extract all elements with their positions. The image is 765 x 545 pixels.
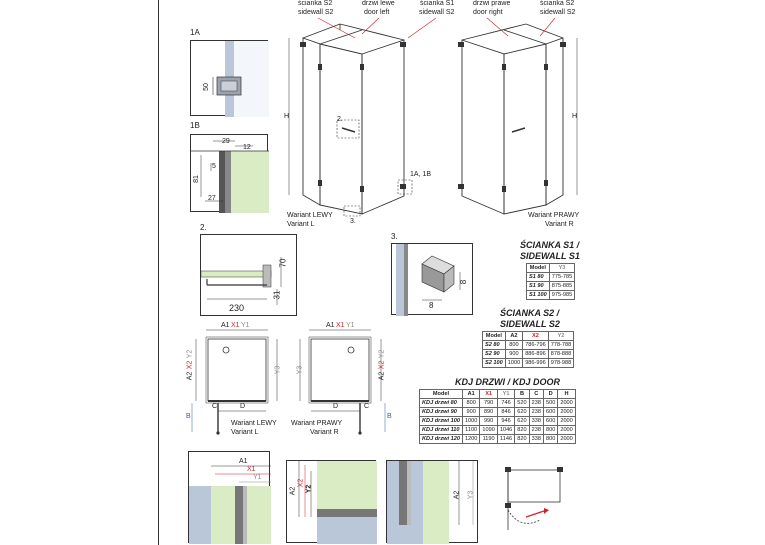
- label-sidewall-s1-en: sidewall S2: [419, 9, 455, 16]
- plan-left-caption-1: Wariant LEWY: [231, 420, 277, 427]
- plan-left-dim-c: C: [212, 403, 218, 410]
- detail-3-box: 8 8: [391, 243, 473, 316]
- bottom-detail-3: A2 Y3: [386, 460, 478, 544]
- table-door-cell: 2000: [557, 434, 576, 444]
- detail-3-dim-bottom: 8: [429, 301, 434, 310]
- detail-1b-dim-27: 27: [208, 195, 216, 202]
- table-door-title: KDJ DRZWI / KDJ DOOR: [455, 377, 561, 387]
- bottom-detail-1-a1: A1: [239, 458, 248, 465]
- page-left-border: [158, 0, 159, 545]
- label-sidewall-s2-left: ścianka S2: [298, 0, 333, 7]
- plan-left-dim-b: B: [186, 413, 191, 420]
- plan-right-dim-d: D: [333, 403, 339, 410]
- detail-1b-dim-29: 29: [222, 138, 230, 145]
- label-sidewall-s2-right-en: sidewall S2: [540, 9, 576, 16]
- plan-right-dim-c: C: [364, 403, 370, 410]
- plan-left-caption-2: Variant L: [231, 429, 259, 436]
- label-door-right: drzwi prawe: [473, 0, 511, 7]
- table-s1-cell: S1 100: [526, 290, 550, 300]
- table-s2-title-1: ŚCIANKA S2 /: [500, 308, 560, 318]
- main-left-caption-1: Wariant LEWY: [287, 212, 333, 219]
- detail-1b-dim-5: 5: [212, 163, 216, 170]
- bottom-detail-2-drawing: [298, 461, 377, 544]
- label-sidewall-s1: ścianka S1: [420, 0, 455, 7]
- bottom-detail-1-drawing: [189, 465, 271, 544]
- main-right-caption-2: Variant R: [545, 221, 574, 228]
- detail-1b-title: 1B: [190, 121, 200, 130]
- detail-3-drawing: [396, 244, 461, 316]
- table-door-cell: 1146: [496, 434, 516, 444]
- plan-left-dim-y1: Y1: [241, 322, 250, 329]
- callout-1a-1b: 1A, 1B: [410, 171, 432, 178]
- plan-right-dim-x1: X1: [336, 322, 345, 329]
- plan-right-dim-b: B: [387, 413, 392, 420]
- label-sidewall-s2-right: ścianka S2: [540, 0, 575, 7]
- label-door-left-en: door left: [364, 9, 390, 16]
- main-right-caption-1: Wariant PRAWY: [528, 212, 580, 219]
- table-s2-cell: 1000: [504, 358, 524, 368]
- detail-1a-drawing: [212, 41, 269, 117]
- height-label-left: H: [284, 113, 290, 120]
- plan-right-dim-y1: Y1: [346, 322, 355, 329]
- detail-2-box: 70 31 230: [200, 234, 297, 316]
- plan-left-dim-x1: X1: [231, 322, 240, 329]
- detail-2-drawing: [200, 257, 282, 305]
- table-s2-cell: 978-988: [547, 358, 575, 368]
- bottom-detail-3-drawing: [387, 461, 474, 544]
- plan-left-dim-a1: A1: [221, 322, 230, 329]
- table-s1-title-1: ŚCIANKA S1 /: [520, 240, 580, 250]
- table-s1-title-2: SIDEWALL S1: [520, 251, 580, 261]
- bottom-detail-1: A1 X1 Y1: [188, 451, 271, 544]
- detail-2-title: 2.: [200, 223, 207, 232]
- bottom-detail-2: A2 X2 Y2: [286, 460, 377, 544]
- bottom-detail-1-x1: X1: [247, 466, 256, 473]
- plan-left-dim-d: D: [240, 403, 246, 410]
- label-door-right-en: door right: [473, 9, 503, 16]
- detail-1b-drawing: [191, 140, 269, 213]
- bottom-detail-1-y1: Y1: [253, 474, 262, 481]
- detail-2-dim-230: 230: [229, 303, 245, 313]
- main-left-caption-2: Variant L: [287, 221, 315, 228]
- detail-1b-box: 29 12 5 81 27: [190, 134, 269, 213]
- detail-3-title: 3.: [391, 232, 398, 241]
- table-s1-cell: 975-985: [548, 290, 576, 300]
- plan-right-dim-a1: A1: [326, 322, 335, 329]
- table-s2-title-2: SIDEWALL S2: [500, 319, 560, 329]
- label-door-left: drzwi lewe: [362, 0, 395, 7]
- callout-3: 3.: [350, 218, 356, 225]
- detail-1a-title: 1A: [190, 28, 200, 37]
- callout-2: 2.: [337, 116, 343, 123]
- detail-1b-dim-12: 12: [243, 144, 251, 151]
- height-label-right: H: [572, 113, 578, 120]
- plan-right-caption-2: Variant R: [310, 429, 339, 436]
- detail-1a-box: 50: [190, 40, 269, 117]
- plan-right-caption-1: Wariant PRAWY: [291, 420, 343, 427]
- label-sidewall-s2-left-en: sidewall S2: [298, 9, 334, 16]
